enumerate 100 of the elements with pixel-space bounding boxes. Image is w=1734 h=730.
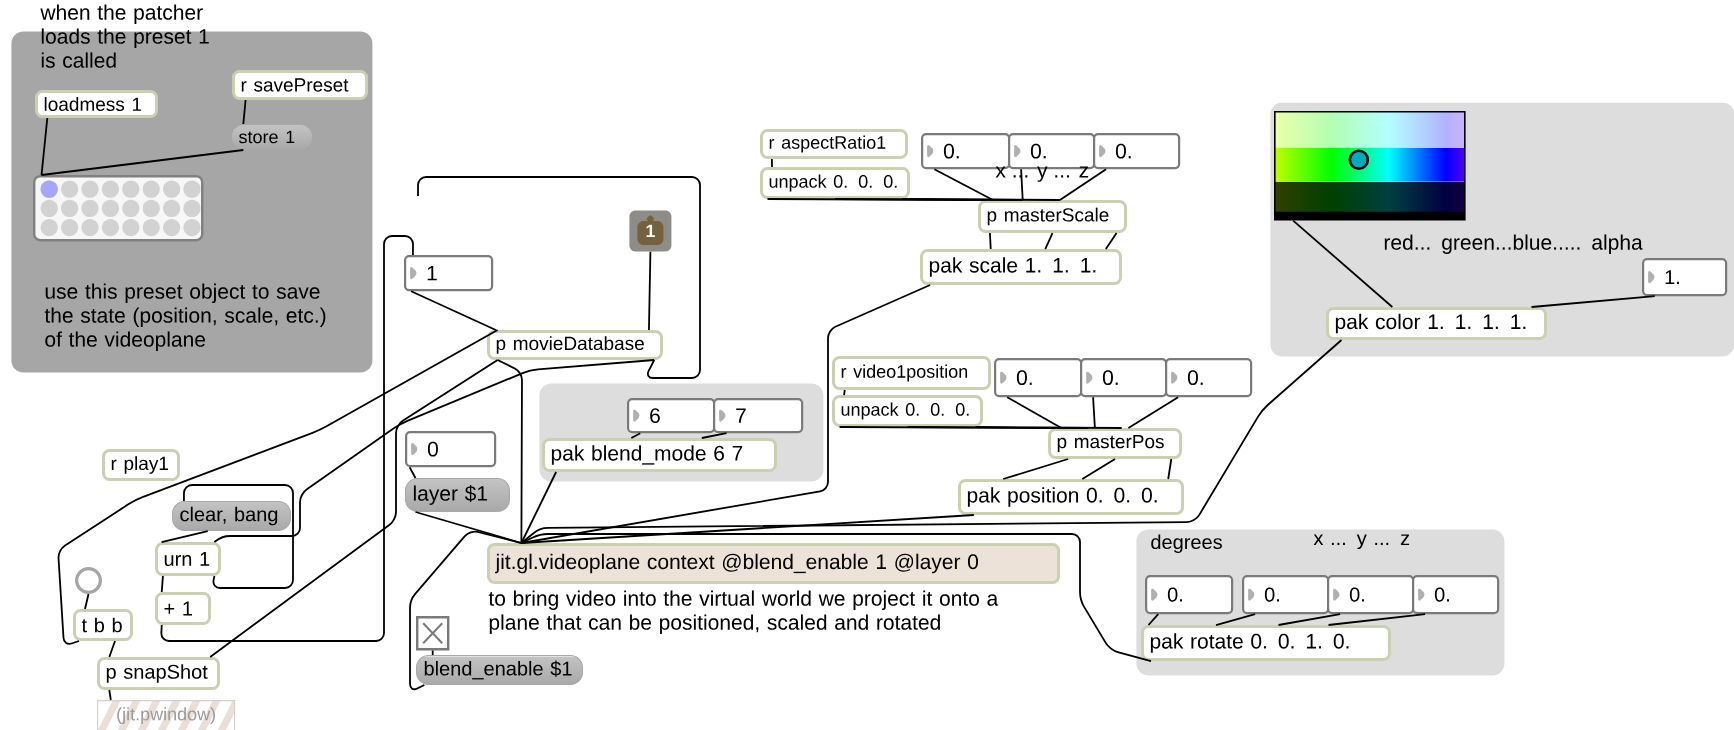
object-box: pak rotate 0. 0. 1. 0. (1141, 625, 1391, 661)
patch-cord (84, 593, 90, 610)
patch-cord (933, 168, 994, 201)
patch-cord (989, 232, 992, 250)
text-button: 1 (629, 210, 672, 252)
object-box: p masterScale (978, 200, 1127, 233)
patch-cord (1044, 232, 1054, 250)
patch-cord (409, 530, 523, 691)
message-box: blend_enable $1 (416, 655, 583, 685)
patch-cord (770, 158, 773, 168)
comment: degrees (1151, 534, 1222, 554)
object-box: jit.gl.videoplane context @blend_enable 1 @layer 0 (487, 543, 1060, 584)
object-box: r aspectRatio1 (760, 129, 908, 159)
patch-cord (431, 649, 434, 656)
patch-cord (408, 466, 417, 479)
patch-cord (209, 359, 499, 658)
patch-cord (496, 359, 523, 544)
patch-cord (1006, 396, 1063, 429)
node-label: 0. (1264, 587, 1279, 602)
patch-cord (1215, 613, 1256, 626)
comment: when the patcher loads the preset 1 is called (40, 4, 209, 68)
message-box: layer $1 (405, 478, 510, 512)
number-box: 6 (627, 398, 716, 434)
patch-cord (183, 484, 294, 589)
node-label: 0. (1349, 587, 1364, 602)
patch-cord (843, 389, 846, 396)
patch-cord (1530, 295, 1656, 308)
patch-cord (242, 99, 247, 125)
number-box: 7 (713, 398, 804, 434)
patch-cord (1147, 613, 1160, 626)
patch-cord (520, 471, 557, 544)
patch-cord (1104, 232, 1118, 250)
patch-cord (1327, 613, 1426, 626)
patch-cord (40, 117, 49, 176)
patch-cord (1002, 458, 1069, 480)
patch-cord (417, 176, 701, 379)
patch-cord (1127, 396, 1179, 429)
patch-cord (1292, 219, 1394, 308)
object-box: unpack 0. 0. 0. (832, 395, 983, 427)
number-box: 0. (1080, 358, 1168, 398)
number-box: 0. (1327, 575, 1415, 615)
object-box: + 1 (155, 592, 211, 625)
object-box: pak color 1. 1. 1. 1. (1326, 307, 1547, 340)
patch-cord (40, 149, 245, 176)
object-box: r savePreset (232, 70, 368, 100)
object-box: pak blend_mode 6 7 (542, 438, 777, 472)
object-box: r play1 (102, 449, 180, 481)
patch-cord (108, 689, 112, 701)
patch-cord (57, 329, 499, 645)
patch-cord (520, 514, 975, 544)
patch-cord (974, 426, 1123, 429)
object-box: loadmess 1 (35, 90, 158, 118)
node-label: 6 (650, 408, 660, 424)
object-box: unpack 0. 0. 0. (760, 167, 910, 199)
message-box: store 1 (231, 124, 313, 150)
object-box: pak scale 1. 1. 1. (920, 249, 1122, 285)
video-window: (jit.pwindow) (97, 700, 236, 730)
patch-cord (520, 533, 1152, 662)
toggle (416, 616, 450, 651)
object-box: pak position 0. 0. 0. (958, 479, 1184, 515)
bang-button (75, 567, 102, 594)
color-picker (1274, 111, 1466, 221)
patch-cord (410, 290, 497, 331)
patch-cord (1092, 396, 1096, 429)
number-box: 0. (1242, 575, 1330, 615)
message-box: clear, bang (172, 501, 291, 531)
patch-cord (648, 250, 652, 331)
number-box: 0. (1093, 133, 1181, 170)
patch-cord (160, 530, 209, 543)
patch-cord (213, 359, 656, 543)
comment: to bring video into the virtual world we project it onto a plane that can be positioned, scaled and rotated (488, 590, 999, 634)
number-box: 0. (994, 358, 1083, 398)
patch-cord (901, 198, 1061, 201)
object-box: t b b (73, 609, 133, 641)
comment: red... green...blue..... alpha (1384, 234, 1643, 254)
patch-cord (1020, 168, 1024, 201)
object-box: p snapShot (97, 657, 220, 690)
number-box: 0. (1145, 575, 1234, 615)
object-box: r video1position (832, 356, 991, 390)
patch-cord (1167, 458, 1173, 480)
patch-cord (700, 432, 728, 439)
number-box: 0 (405, 431, 497, 468)
patch-cord (160, 575, 164, 593)
number-box: 1 (404, 255, 494, 292)
preset-grid (33, 175, 204, 242)
patch-cord (630, 432, 642, 439)
patch-cord (160, 235, 414, 642)
patch-cord (108, 640, 116, 658)
object-box: p movieDatabase (487, 330, 663, 360)
number-box: 0. (1165, 358, 1253, 398)
number-box: 1. (1642, 258, 1728, 297)
patch-cord (1081, 458, 1116, 480)
patch-cord (1277, 613, 1341, 626)
object-box: p masterPos (1048, 428, 1182, 459)
node-label: 0. (1102, 370, 1118, 386)
comment: use this preset object to save the state (position, scale, etc.) of the videoplane (44, 283, 326, 351)
comment: x ... y ... z (1313, 534, 1410, 550)
node-label: 0. (1030, 143, 1046, 159)
number-box: 0. (1412, 575, 1500, 615)
object-box: urn 1 (155, 542, 221, 576)
